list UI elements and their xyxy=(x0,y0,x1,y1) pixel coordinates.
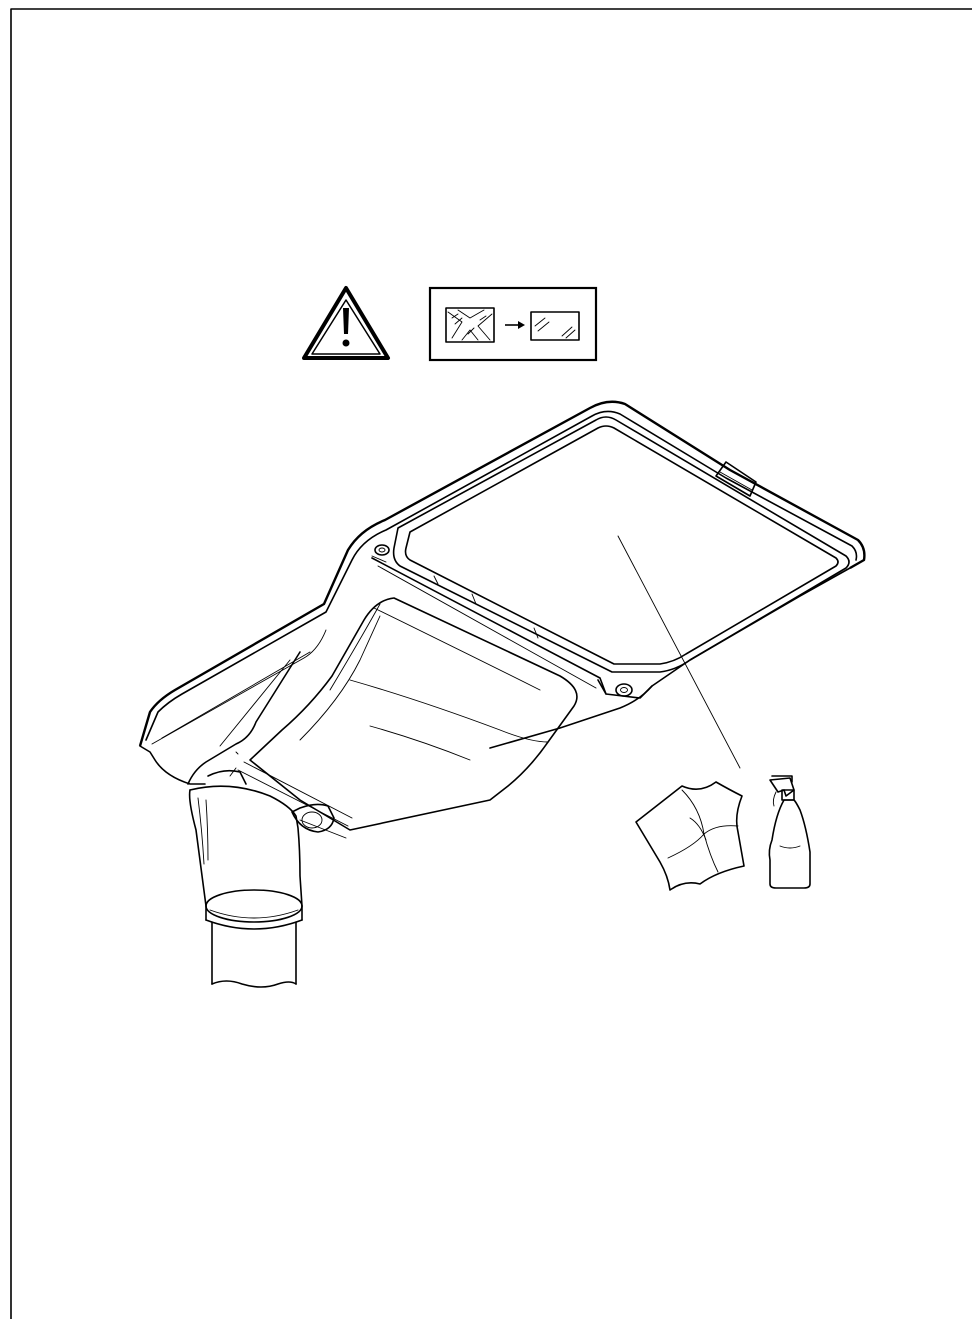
pole-adapter xyxy=(188,785,303,930)
pole xyxy=(211,921,297,988)
arrow-right-icon xyxy=(505,321,525,329)
lens-glass-panel xyxy=(392,416,850,673)
clean-glass-pane-icon xyxy=(530,311,580,341)
clean-glass-icon xyxy=(428,286,598,362)
warning-triangle-icon xyxy=(302,286,390,360)
reflector-body xyxy=(237,597,578,839)
page-frame xyxy=(10,8,972,1319)
screw-left xyxy=(371,544,390,563)
spray-bottle-icon xyxy=(768,775,811,889)
leader-line xyxy=(617,535,741,769)
dirty-glass-icon xyxy=(445,307,495,343)
mounting-joint xyxy=(207,751,335,833)
street-luminaire xyxy=(138,400,866,988)
cloth-icon xyxy=(635,781,745,891)
screw-right xyxy=(597,679,653,699)
